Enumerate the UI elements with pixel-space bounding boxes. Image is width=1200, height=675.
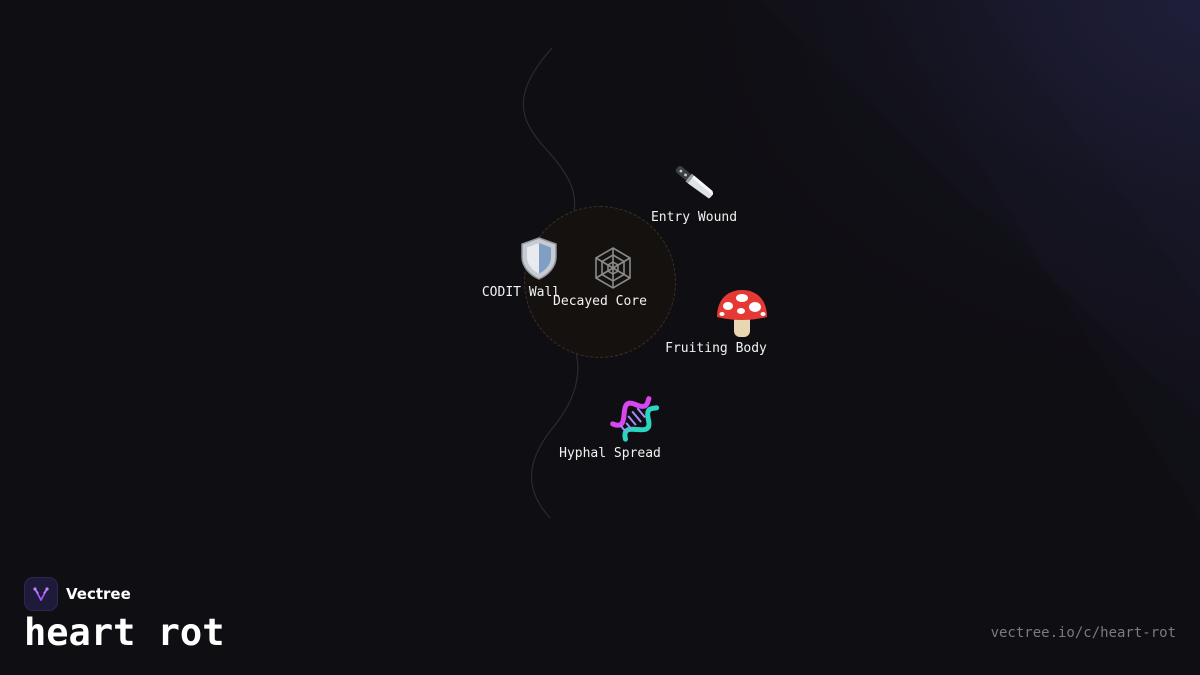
node-decayed-core-label: Decayed Core	[553, 290, 647, 309]
node-hyphal-spread[interactable]: Hyphal Spread	[559, 394, 661, 461]
dna-icon	[610, 394, 660, 442]
brand[interactable]: Vectree	[24, 577, 131, 611]
spider-web-icon	[589, 244, 637, 292]
shield-icon	[516, 235, 562, 281]
entry-wound-label: Entry Wound	[650, 210, 738, 225]
node-entry-wound[interactable]: Entry Wound	[651, 158, 737, 225]
vectree-logo-icon	[24, 577, 58, 611]
decayed-core-label: Decayed Core	[553, 294, 647, 309]
page-url[interactable]: vectree.io/c/heart-rot	[990, 625, 1176, 641]
kitchen-knife-icon	[668, 158, 720, 206]
fruiting-body-label: Fruiting Body	[665, 341, 767, 356]
node-decayed-core[interactable]	[589, 244, 637, 292]
node-codit-wall[interactable]: CODIT Wall	[482, 235, 562, 300]
decayed-core-circle	[524, 206, 676, 358]
codit-wall-label: CODIT Wall	[481, 285, 561, 300]
mushroom-icon	[714, 287, 770, 339]
page-title: heart rot	[24, 611, 225, 654]
hyphal-spread-label: Hyphal Spread	[559, 446, 661, 461]
node-fruiting-body[interactable]: Fruiting Body	[662, 287, 770, 356]
brand-name: Vectree	[66, 585, 131, 603]
